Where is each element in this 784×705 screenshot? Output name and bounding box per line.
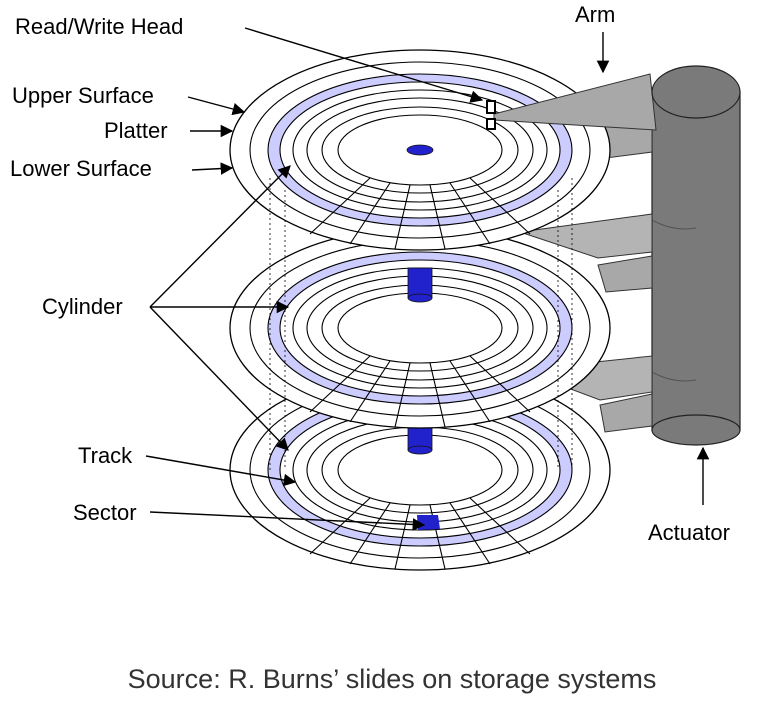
- cylinder-guides: [269, 178, 573, 470]
- lower-surface-label: Lower Surface: [10, 156, 152, 181]
- platter-top: [229, 49, 611, 251]
- track-label: Track: [78, 443, 133, 468]
- arm-label: Arm: [575, 2, 615, 27]
- read-write-head-label: Read/Write Head: [15, 14, 183, 39]
- sector-highlight: [417, 515, 440, 530]
- actuator-top: [651, 65, 741, 119]
- platter-label: Platter: [104, 118, 168, 143]
- platter-middle: [229, 227, 611, 429]
- sector-label: Sector: [73, 500, 137, 525]
- arm-middle: [519, 213, 653, 293]
- spindle-top: [406, 144, 434, 156]
- read-write-head: [486, 100, 496, 130]
- cylinder-label: Cylinder: [42, 294, 123, 319]
- source-caption: Source: R. Burns’ slides on storage syst…: [127, 664, 657, 694]
- spindle-middle: [407, 267, 433, 299]
- upper-surface-label: Upper Surface: [12, 83, 154, 108]
- actuator-label: Actuator: [648, 520, 730, 545]
- actuator: [651, 91, 741, 446]
- annotation-arrows: [145, 27, 710, 531]
